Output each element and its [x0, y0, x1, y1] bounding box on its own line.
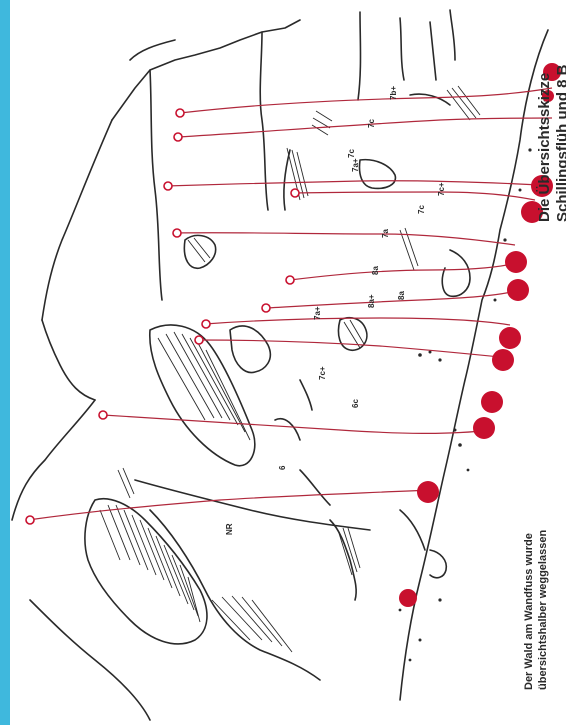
anchor-marker: [26, 516, 34, 524]
start-dot: [492, 349, 514, 371]
grade-label: 7a+: [351, 158, 360, 172]
anchor-marker: [202, 320, 210, 328]
anchor-marker: [99, 411, 107, 419]
grade-label: 7b+: [389, 86, 398, 100]
grade-label: 7a: [381, 229, 390, 238]
grade-label: 7c: [367, 119, 376, 128]
grade-label: 7c+: [318, 366, 327, 380]
start-dot: [473, 417, 495, 439]
grade-label: NR: [225, 523, 234, 535]
anchor-markers: [26, 109, 299, 524]
title-line2: Schillingsflüh und 8 B: [554, 65, 566, 223]
caption-note: Der Wald am Wandfuss wurde übersichtshal…: [522, 530, 550, 690]
start-dot: [417, 481, 439, 503]
grade-label: 8a: [371, 266, 380, 275]
grade-label: 6: [278, 465, 287, 470]
anchor-marker: [195, 336, 203, 344]
start-dot: [507, 279, 529, 301]
grade-label: 7c: [347, 149, 356, 158]
anchor-marker: [291, 189, 299, 197]
start-dot: [499, 327, 521, 349]
sketch-title: Die Übersichtsskizze Schillingsflüh und …: [536, 65, 566, 223]
grade-label: 7c: [417, 205, 426, 214]
grade-label: 8a: [397, 291, 406, 300]
start-dot: [505, 251, 527, 273]
start-dot: [481, 391, 503, 413]
route-grade-labels: 7b+ 7c 7c+ 7c 7a+ 7c 7a 8a+ 8a 8a 7a+ 7c…: [225, 86, 446, 535]
anchor-marker: [164, 182, 172, 190]
anchor-marker: [174, 133, 182, 141]
title-line1: Die Übersichtsskizze: [536, 65, 554, 223]
anchor-marker: [286, 276, 294, 284]
anchor-marker: [262, 304, 270, 312]
grade-label: 7c+: [437, 182, 446, 196]
anchor-marker: [176, 109, 184, 117]
grade-label: 6c: [351, 399, 360, 408]
caption-line2: übersichtshalber weggelassen: [536, 530, 550, 690]
start-dot: [399, 589, 417, 607]
caption-line1: Der Wald am Wandfuss wurde: [522, 530, 536, 690]
grade-label: 7a+: [313, 306, 322, 320]
grade-label: 8a+: [367, 294, 376, 308]
anchor-marker: [173, 229, 181, 237]
